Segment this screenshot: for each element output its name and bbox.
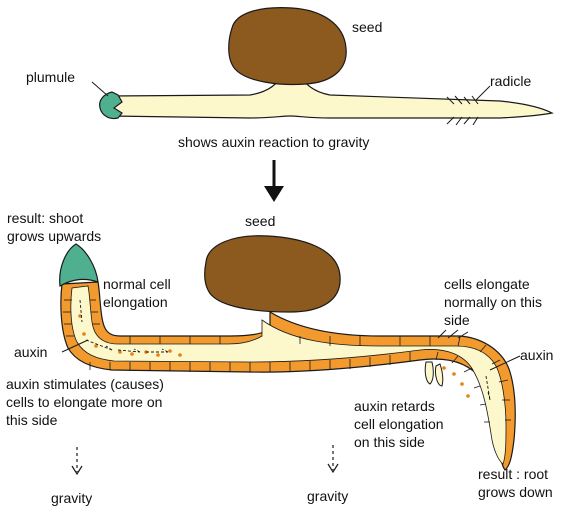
normal-cell-line-2: elongation	[103, 294, 168, 310]
radicle-label: radicle	[490, 73, 531, 89]
shoot-tip	[60, 244, 98, 286]
bottom-seed	[205, 236, 340, 312]
auxin-stimulates-line-1: auxin stimulates (causes)	[6, 376, 164, 392]
auxin-retards-line-2: cell elongation	[354, 416, 444, 432]
normal-cell-line-1: normal cell	[103, 276, 171, 292]
gravity-arrows	[72, 445, 338, 474]
down-arrow	[264, 160, 284, 202]
gravity-left-label: gravity	[51, 490, 92, 506]
result-shoot-line-1: result: shoot	[7, 210, 83, 226]
auxin-retards-line-1: auxin retards	[354, 398, 435, 414]
plumule-label: plumule	[26, 69, 75, 85]
plumule-leader	[92, 82, 108, 96]
cells-elongate-line-1: cells elongate	[444, 276, 530, 292]
radicle-leader	[476, 86, 490, 100]
result-shoot-line-2: grows upwards	[7, 228, 101, 244]
gravity-mid-label: gravity	[307, 488, 348, 504]
bottom-seed-label: seed	[245, 213, 275, 229]
top-seed-label: seed	[352, 19, 382, 35]
auxin-stimulates-line-2: cells to elongate more on	[6, 394, 162, 410]
auxin-left-label: auxin	[14, 344, 47, 360]
auxin-right-label: auxin	[520, 347, 553, 363]
cells-elongate-line-3: side	[444, 312, 470, 328]
auxin-stimulates-line-3: this side	[6, 412, 57, 428]
top-seed	[229, 8, 346, 85]
cells-elongate-line-2: normally on this	[444, 294, 542, 310]
top-seedling	[92, 8, 552, 125]
result-root-line-1: result : root	[478, 466, 548, 482]
top-plumule	[100, 92, 122, 119]
top-caption: shows auxin reaction to gravity	[178, 134, 369, 150]
auxin-retards-line-3: on this side	[354, 434, 425, 450]
bottom-seedling	[60, 236, 520, 474]
top-stem	[108, 74, 552, 118]
result-root-line-2: grows down	[478, 484, 553, 500]
